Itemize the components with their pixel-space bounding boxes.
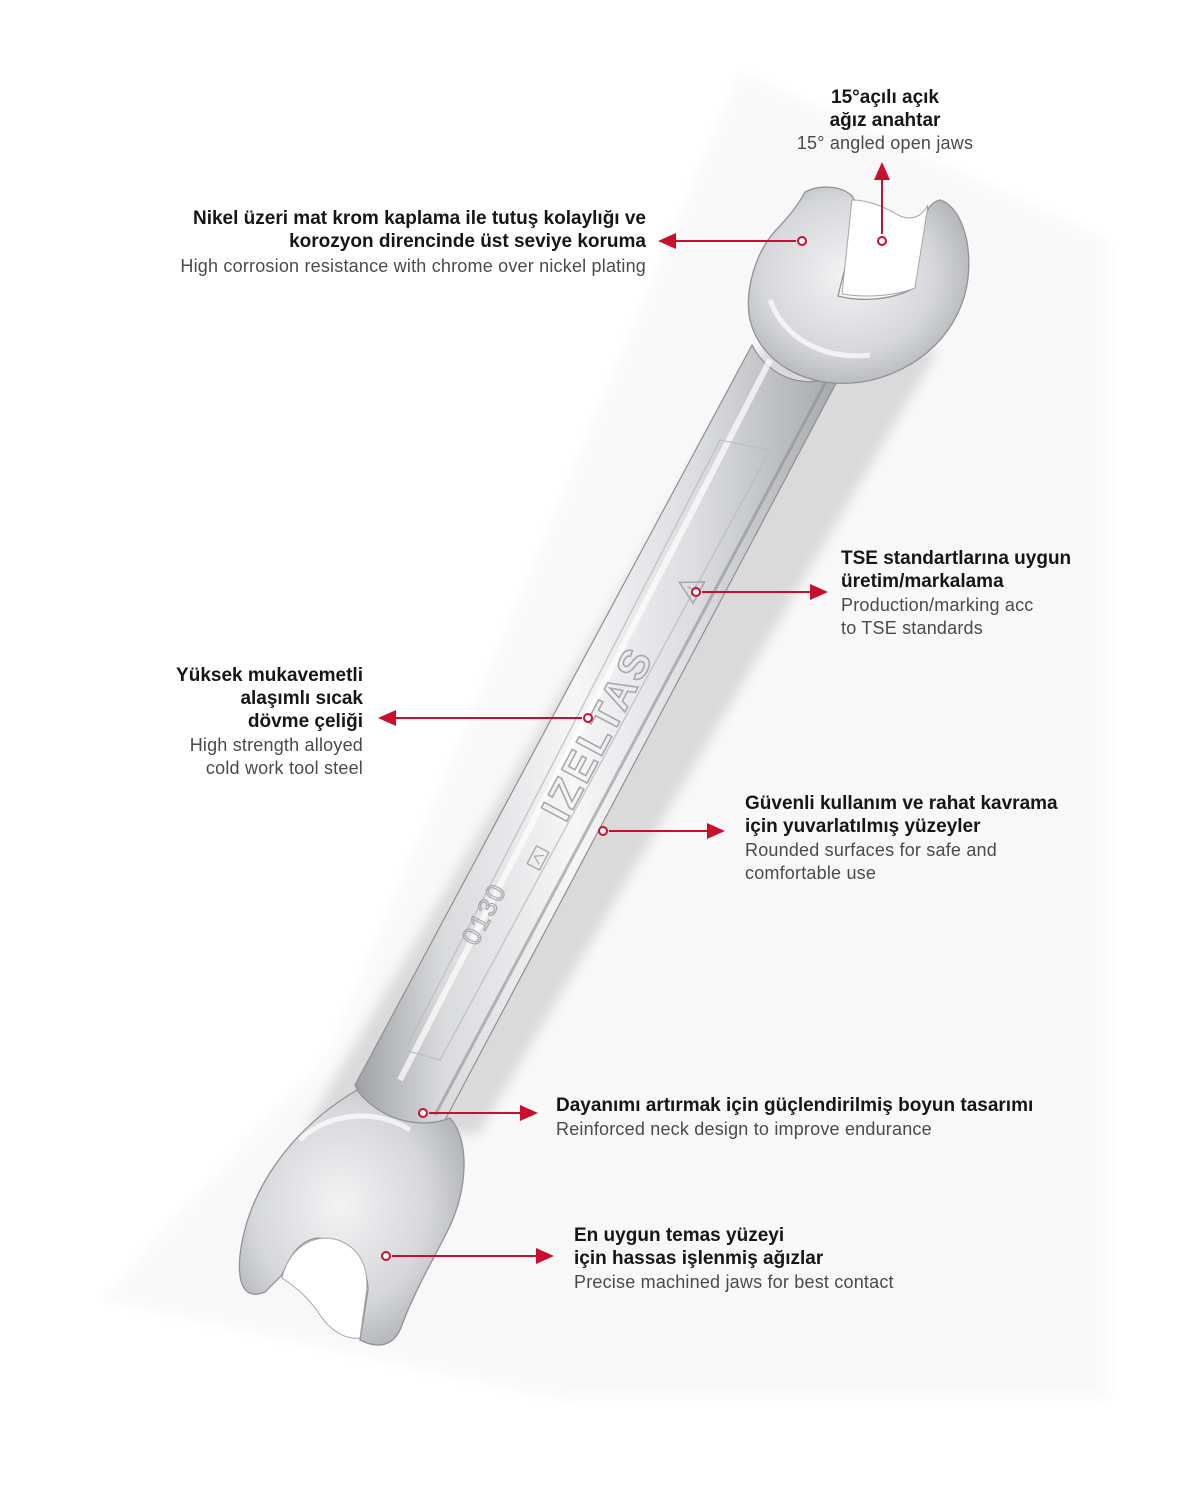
anchor-angled-jaws bbox=[877, 236, 887, 246]
wrench: IZELTAS 0130 bbox=[238, 186, 970, 1346]
callout-neck: Dayanımı artırmak için güçlendirilmiş bo… bbox=[556, 1094, 1116, 1141]
callout-steel: Yüksek mukavemetli alaşımlı sıcak dövme … bbox=[100, 664, 363, 780]
anchor-jaws bbox=[381, 1251, 391, 1261]
callout-tse-tr: TSE standartlarına uygun üretim/markalam… bbox=[841, 548, 1072, 592]
callout-jaws-tr: En uygun temas yüzeyi için hassas işlenm… bbox=[574, 1225, 824, 1269]
callout-rounded-tr: Güvenli kullanım ve rahat kavrama için y… bbox=[745, 793, 1058, 837]
callout-chrome: Nikel üzeri mat krom kaplama ile tutuş k… bbox=[90, 207, 646, 278]
callout-jaws: En uygun temas yüzeyi için hassas işlenm… bbox=[574, 1224, 1044, 1294]
anchor-neck bbox=[418, 1108, 428, 1118]
callout-angled-jaws-en: 15° angled open jaws bbox=[796, 133, 974, 153]
callout-chrome-en: High corrosion resistance with chrome ov… bbox=[180, 256, 646, 276]
callout-tse-en: Production/marking acc to TSE standards bbox=[841, 595, 1034, 638]
callout-neck-en: Reinforced neck design to improve endura… bbox=[556, 1119, 932, 1139]
callout-steel-tr: Yüksek mukavemetli alaşımlı sıcak dövme … bbox=[176, 665, 363, 732]
anchor-steel bbox=[583, 713, 593, 723]
callout-leaders bbox=[378, 162, 890, 1264]
small-logo-icon bbox=[526, 844, 550, 872]
callout-neck-tr: Dayanımı artırmak için güçlendirilmiş bo… bbox=[556, 1095, 1034, 1116]
callout-tse: TSE standartlarına uygun üretim/markalam… bbox=[841, 547, 1141, 640]
anchor-rounded bbox=[598, 826, 608, 836]
callout-rounded-en: Rounded surfaces for safe and comfortabl… bbox=[745, 840, 997, 883]
anchor-tse bbox=[691, 587, 701, 597]
callout-chrome-tr: Nikel üzeri mat krom kaplama ile tutuş k… bbox=[192, 208, 646, 252]
callout-angled-jaws: 15°açılı açık ağız anahtar 15° angled op… bbox=[760, 86, 1010, 155]
anchor-chrome bbox=[797, 236, 807, 246]
callout-rounded: Güvenli kullanım ve rahat kavrama için y… bbox=[745, 792, 1105, 885]
callout-angled-jaws-tr: 15°açılı açık ağız anahtar bbox=[829, 87, 941, 131]
callout-jaws-en: Precise machined jaws for best contact bbox=[574, 1272, 894, 1292]
callout-steel-en: High strength alloyed cold work tool ste… bbox=[189, 735, 363, 778]
